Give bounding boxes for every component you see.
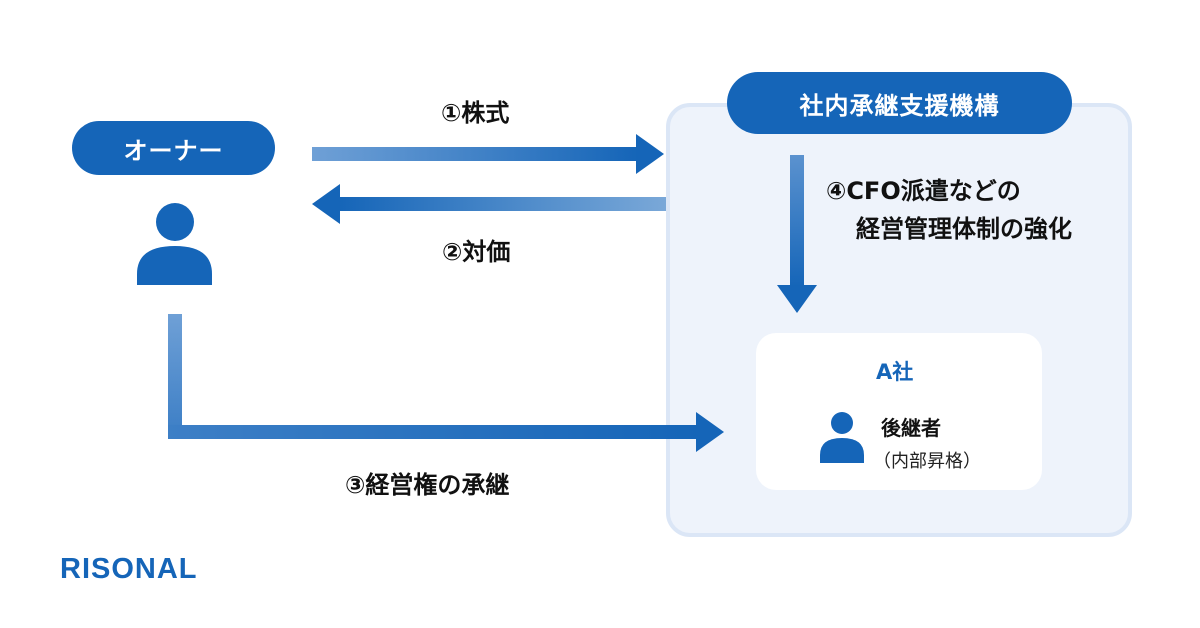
price-flow-label: ②対価: [442, 238, 511, 266]
person-icon: [137, 203, 212, 285]
arrow-left-icon: [312, 184, 666, 224]
management-flow-label: ③経営権の承継: [345, 471, 510, 499]
person-icon: [820, 412, 864, 463]
cfo-flow-label: ④CFO派遣などの 経営管理体制の強化: [826, 172, 1072, 248]
successor-note: （内部昇格）: [873, 451, 981, 472]
organization-label: 社内承継支援機構: [799, 91, 1000, 120]
arrow-down-icon: [777, 155, 817, 313]
arrow-elbow-icon: [168, 314, 724, 452]
cfo-flow-line1: ④CFO派遣などの: [826, 177, 1021, 205]
cfo-flow-line2: 経営管理体制の強化: [856, 215, 1072, 243]
company-card: [756, 333, 1042, 490]
owner-label: オーナー: [123, 136, 224, 165]
owner-badge: オーナー: [72, 121, 275, 175]
company-name: A社: [876, 360, 914, 384]
successor-name: 後継者: [881, 416, 941, 440]
organization-badge: 社内承継支援機構: [727, 72, 1072, 134]
brand-logo: RISONAL: [60, 553, 198, 585]
arrow-right-icon: [312, 134, 664, 174]
stock-flow-label: ①株式: [441, 99, 510, 127]
